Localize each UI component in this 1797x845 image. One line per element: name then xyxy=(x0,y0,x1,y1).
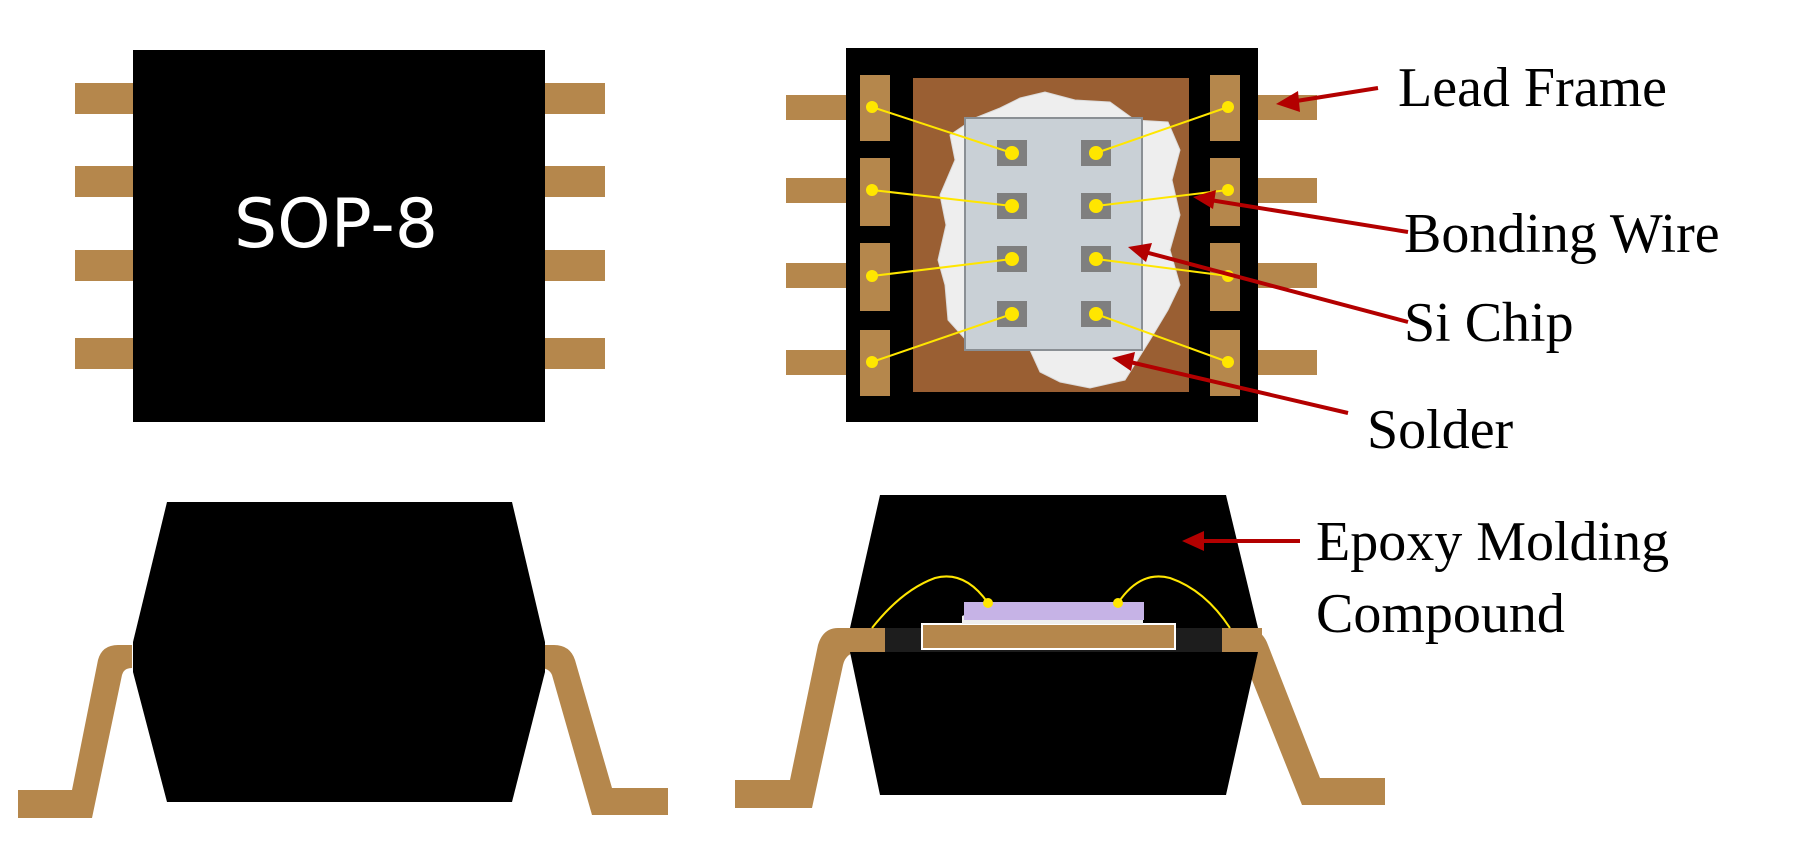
lead-pin-right-3 xyxy=(540,250,605,281)
si-chip xyxy=(964,117,1143,351)
package-label: SOP-8 xyxy=(234,185,438,264)
package-body xyxy=(133,50,545,422)
lead-pin-left-4 xyxy=(75,338,135,369)
side-lead-left xyxy=(18,645,132,818)
bond-dot xyxy=(1089,146,1103,160)
arrowhead-icon xyxy=(1276,91,1300,112)
arrow-solder xyxy=(1129,360,1349,415)
wire-r1 xyxy=(1095,106,1229,154)
bond-dot xyxy=(1222,101,1234,113)
top-view-external: SOP-8 xyxy=(75,50,605,422)
label-lead-frame: Lead Frame xyxy=(1398,57,1667,119)
ext-lead-right-4 xyxy=(1255,350,1317,375)
lead-pin-right-1 xyxy=(540,83,605,114)
label-epoxy-line1: Epoxy Molding xyxy=(1316,511,1669,573)
label-solder: Solder xyxy=(1367,399,1514,461)
ext-lead-left-2 xyxy=(786,178,846,203)
label-bonding-wire: Bonding Wire xyxy=(1404,203,1720,265)
ext-lead-right-2 xyxy=(1255,178,1317,203)
bonding-wires xyxy=(871,106,1229,363)
bond-dot xyxy=(1005,252,1019,266)
bond-dot xyxy=(1089,252,1103,266)
bond-dot xyxy=(1113,598,1123,608)
cross-section-view xyxy=(735,495,1385,808)
bond-dot xyxy=(1089,307,1103,321)
lead-pin-left-2 xyxy=(75,166,135,197)
lead-pin-left-3 xyxy=(75,250,135,281)
wire-r2 xyxy=(1095,189,1229,207)
wire-l1 xyxy=(871,106,1013,154)
bond-dot xyxy=(866,356,878,368)
bond-dot xyxy=(1222,356,1234,368)
wire-r3 xyxy=(1095,258,1229,277)
side-view-external xyxy=(18,502,668,818)
wire-l2 xyxy=(871,189,1013,207)
label-si-chip: Si Chip xyxy=(1404,292,1574,354)
arrow-lead-frame xyxy=(1289,86,1379,104)
ext-lead-left-1 xyxy=(786,95,846,120)
arrowhead-icon xyxy=(1193,190,1216,209)
lead-pin-left-1 xyxy=(75,83,135,114)
side-lead-right xyxy=(540,645,668,815)
xsec-wire-right xyxy=(1117,575,1231,629)
xsec-lead-left xyxy=(735,628,860,808)
xsec-lead-right xyxy=(1222,628,1385,805)
wire-l4 xyxy=(871,313,1013,363)
lead-pin-right-2 xyxy=(540,166,605,197)
ext-lead-left-4 xyxy=(786,350,846,375)
wire-l3 xyxy=(871,258,1013,277)
xsec-si-die xyxy=(964,602,1144,620)
xsec-lead-in-left xyxy=(845,628,885,652)
bond-dot xyxy=(866,101,878,113)
bond-dot xyxy=(866,270,878,282)
xsec-wire-left xyxy=(871,575,989,629)
bond-dot xyxy=(1005,146,1019,160)
bond-dot xyxy=(1005,199,1019,213)
arrow-bonding-wire xyxy=(1209,198,1409,234)
arrowhead-icon xyxy=(1112,352,1135,371)
top-view-internal xyxy=(786,48,1317,422)
arrow-si-chip xyxy=(1144,250,1409,324)
xsec-lead-in-right xyxy=(1222,628,1262,652)
arrowhead-icon xyxy=(1182,531,1204,551)
ext-lead-left-3 xyxy=(786,263,846,288)
xsec-die-pad xyxy=(921,623,1176,650)
callout-arrows xyxy=(1112,86,1409,551)
callout-labels: Lead Frame Bonding Wire Si Chip Solder E… xyxy=(1316,57,1720,645)
bond-dot xyxy=(1089,199,1103,213)
bond-dot xyxy=(1222,184,1234,196)
bond-dot xyxy=(1005,307,1019,321)
wire-r4 xyxy=(1095,313,1229,363)
lead-pin-right-4 xyxy=(540,338,605,369)
bond-dot xyxy=(866,184,878,196)
label-epoxy-line2: Compound xyxy=(1316,583,1565,645)
bond-dot xyxy=(983,598,993,608)
side-mold-body xyxy=(133,502,545,802)
arrowhead-icon xyxy=(1128,243,1152,262)
